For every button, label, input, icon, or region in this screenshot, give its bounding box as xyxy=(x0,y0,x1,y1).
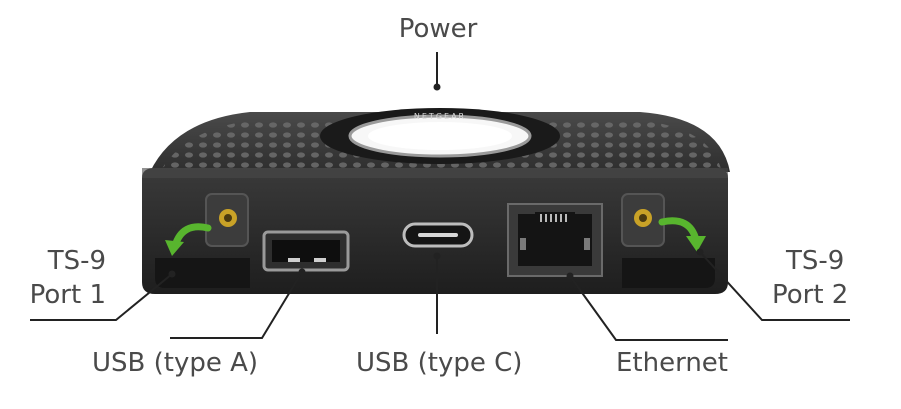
power-label: Power xyxy=(398,14,478,44)
usb-c-port[interactable] xyxy=(402,222,474,248)
ts9-port1-label-line2: Port 1 xyxy=(29,280,106,310)
usb-a-port[interactable] xyxy=(262,230,350,272)
ts9-port2-label-line1: TS-9 xyxy=(786,246,845,276)
brand-logo: NETGEAR xyxy=(414,112,466,121)
ts9-port1-dot xyxy=(168,270,176,278)
usb-a-label: USB (type A) xyxy=(92,348,259,378)
power-dot xyxy=(433,83,441,91)
usb-c-dot xyxy=(433,252,441,260)
ts9-port2-dot xyxy=(696,248,704,256)
ethernet-dot xyxy=(566,272,574,280)
ts9-port1-arrowhead-icon xyxy=(165,240,184,256)
ts9-port2-jack[interactable] xyxy=(621,193,665,247)
ts9-port1-cover xyxy=(155,258,250,288)
ts9-port1-label-line1: TS-9 xyxy=(47,246,106,276)
ts9-port1-jack[interactable] xyxy=(205,193,249,247)
ts9-port2-cover xyxy=(622,258,715,288)
usb-a-dot xyxy=(298,268,306,276)
usb-a-leader xyxy=(170,271,303,339)
ts9-port2-arrowhead-icon xyxy=(686,236,706,252)
ethernet-label: Ethernet xyxy=(616,348,728,378)
ethernet-port[interactable] xyxy=(507,203,603,277)
router-top-shell xyxy=(150,108,730,172)
ts9-port2-leader xyxy=(699,251,850,321)
leader-lines xyxy=(30,52,850,341)
usb-c-label: USB (type C) xyxy=(356,348,523,378)
ethernet-leader xyxy=(569,275,728,341)
ts9-port1-leader xyxy=(30,273,173,321)
ts9-port2-label-line2: Port 2 xyxy=(772,280,849,310)
leader-dots xyxy=(168,83,704,280)
